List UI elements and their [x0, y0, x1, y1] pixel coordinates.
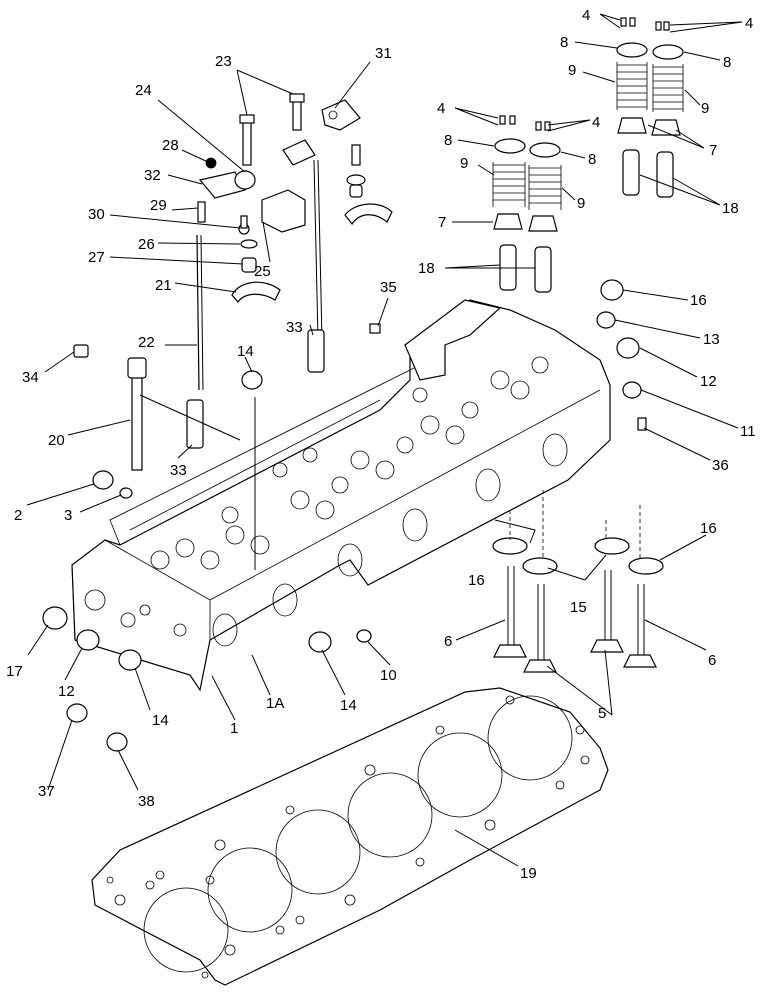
- label-9d: 9: [577, 195, 585, 212]
- label-18b: 18: [418, 260, 435, 277]
- label-8c: 8: [444, 132, 452, 149]
- label-9c: 9: [460, 155, 468, 172]
- label-19: 19: [520, 865, 537, 882]
- label-15: 15: [570, 599, 587, 616]
- label-25: 25: [254, 263, 271, 280]
- label-32: 32: [144, 167, 161, 184]
- label-9a: 9: [568, 62, 576, 79]
- label-14b: 14: [152, 712, 169, 729]
- label-8a: 8: [560, 34, 568, 51]
- label-16b: 16: [468, 572, 485, 589]
- label-1a: 1A: [266, 695, 284, 712]
- label-21: 21: [155, 277, 172, 294]
- label-11: 11: [740, 423, 756, 440]
- label-30: 30: [88, 206, 105, 223]
- label-33a: 33: [286, 319, 303, 336]
- label-33b: 33: [170, 462, 187, 479]
- label-4d: 4: [592, 114, 600, 131]
- label-16a: 16: [690, 292, 707, 309]
- valves-and-inserts: [492, 490, 664, 673]
- label-2: 2: [14, 507, 22, 524]
- label-17: 17: [6, 663, 23, 680]
- label-5: 5: [598, 705, 606, 722]
- label-37: 37: [38, 783, 55, 800]
- part-labels: 1 1A 2 3 4 4 4 4 5 6 6 7 7 8 8 8 8 9 9 9…: [6, 7, 756, 882]
- label-24: 24: [135, 82, 152, 99]
- label-4c: 4: [437, 100, 445, 117]
- valve-springs: [73, 17, 684, 431]
- label-34: 34: [22, 369, 39, 386]
- label-22: 22: [138, 334, 155, 351]
- rocker-assembly: [127, 93, 393, 471]
- leader-lines: [26, 13, 743, 867]
- label-36: 36: [712, 457, 729, 474]
- cylinder-head: [71, 299, 611, 692]
- label-12b: 12: [58, 683, 75, 700]
- label-1: 1: [230, 720, 238, 737]
- label-26: 26: [138, 236, 155, 253]
- label-4a: 4: [582, 7, 590, 24]
- label-38: 38: [138, 793, 155, 810]
- label-28: 28: [162, 137, 179, 154]
- label-10: 10: [380, 667, 397, 684]
- label-23: 23: [215, 53, 232, 70]
- label-8d: 8: [588, 151, 596, 168]
- label-14a: 14: [237, 343, 254, 360]
- label-29: 29: [150, 197, 167, 214]
- label-9b: 9: [701, 100, 709, 117]
- label-20: 20: [48, 432, 65, 449]
- label-16c: 16: [700, 520, 717, 537]
- label-18a: 18: [722, 200, 739, 217]
- label-4b: 4: [745, 15, 753, 32]
- head-gasket: [91, 687, 609, 986]
- label-14c: 14: [340, 697, 357, 714]
- label-27: 27: [88, 249, 105, 266]
- label-6b: 6: [708, 652, 716, 669]
- label-35: 35: [380, 279, 397, 296]
- label-7b: 7: [438, 214, 446, 231]
- label-7a: 7: [709, 142, 717, 159]
- label-6a: 6: [444, 633, 452, 650]
- label-8b: 8: [723, 54, 731, 71]
- label-13: 13: [703, 331, 720, 348]
- label-12a: 12: [700, 373, 717, 390]
- label-31: 31: [375, 45, 392, 62]
- label-3: 3: [64, 507, 72, 524]
